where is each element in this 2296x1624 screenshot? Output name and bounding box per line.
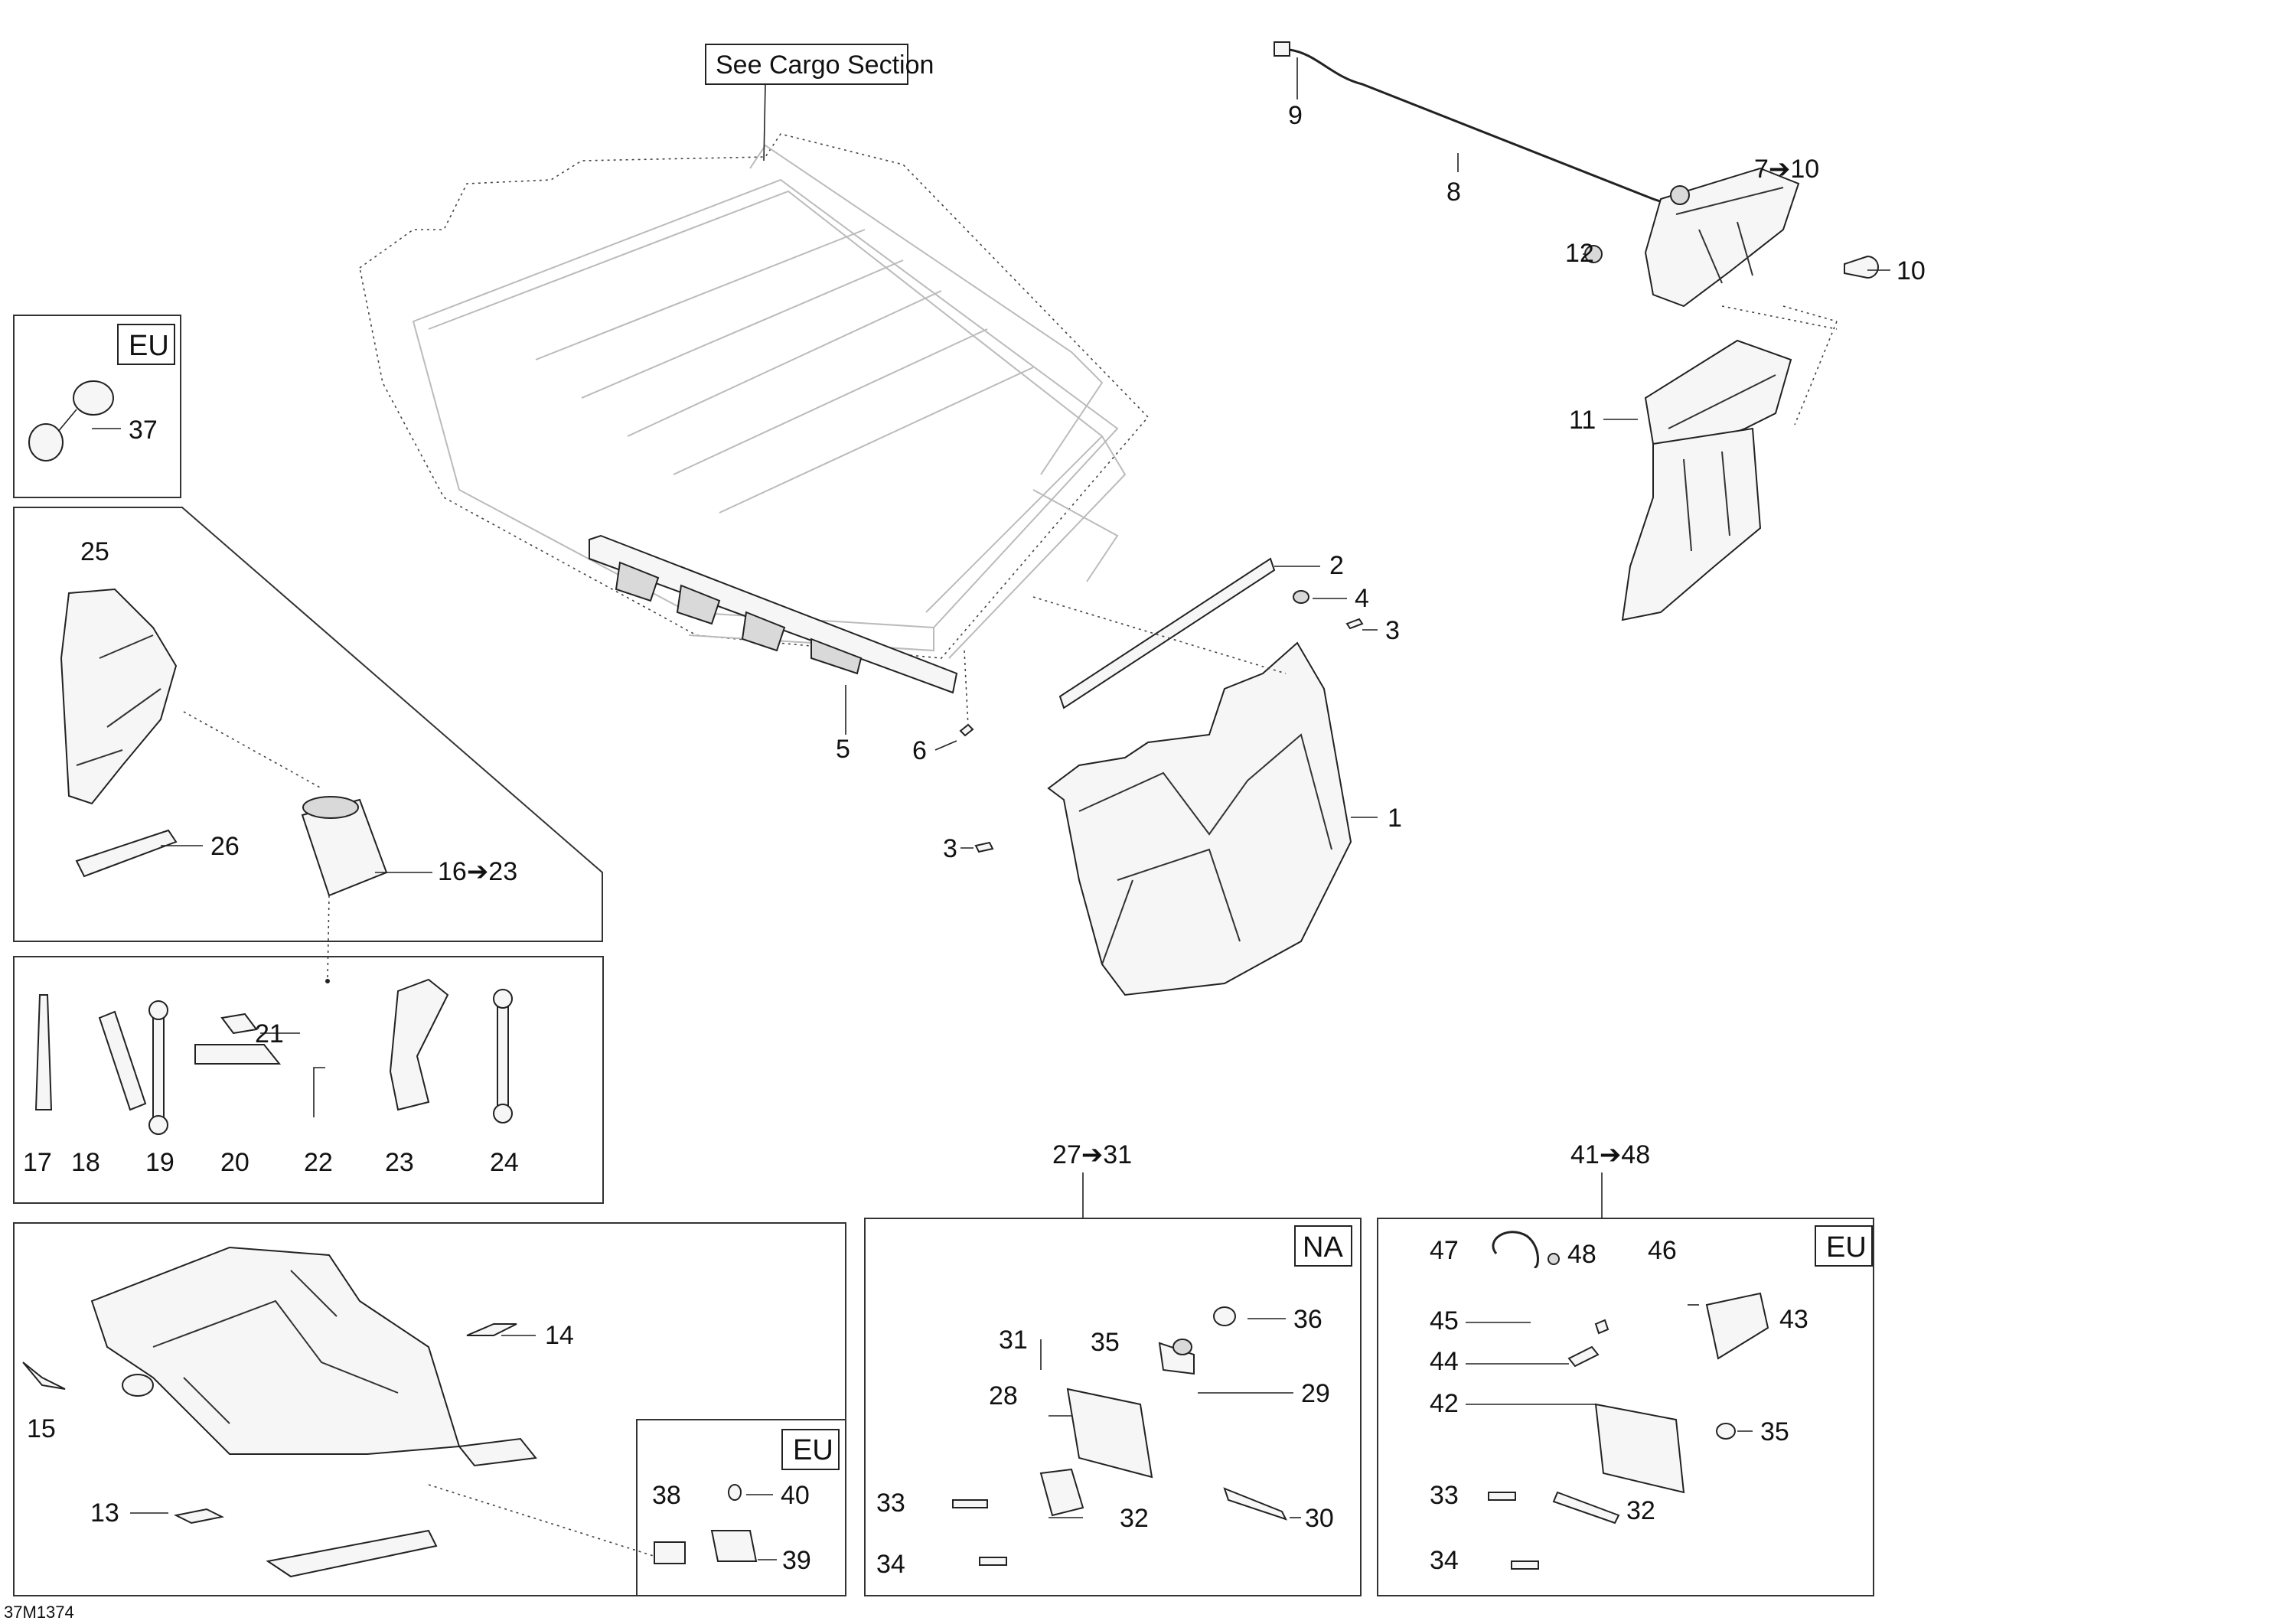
callout-3-lower: 3 <box>943 834 957 863</box>
callout-11: 11 <box>1569 406 1596 435</box>
callout-13: 13 <box>90 1498 119 1528</box>
group-header-eu: 41➔48 <box>1570 1140 1650 1169</box>
callout-4: 4 <box>1355 584 1369 613</box>
callout-25: 25 <box>80 537 109 566</box>
callout-37: 37 <box>129 416 158 445</box>
na-callout-33: 33 <box>876 1489 905 1518</box>
eu-tag-decals: EU <box>793 1434 833 1466</box>
tools-box <box>13 956 604 1204</box>
eu-callout-34: 34 <box>1430 1546 1459 1575</box>
callout-20: 20 <box>220 1148 249 1177</box>
eu-callout-44: 44 <box>1430 1347 1459 1376</box>
group-header-na: 27➔31 <box>1052 1140 1132 1169</box>
eu-callout-42: 42 <box>1430 1389 1459 1418</box>
callout-6: 6 <box>912 736 927 765</box>
callout-1: 1 <box>1388 804 1402 833</box>
na-callout-35: 35 <box>1091 1328 1120 1357</box>
eu-callout-32: 32 <box>1626 1496 1655 1525</box>
callout-16-to-23: 16➔23 <box>438 857 517 886</box>
callout-40: 40 <box>781 1481 810 1510</box>
callout-2: 2 <box>1329 551 1344 580</box>
na-callout-29: 29 <box>1301 1379 1330 1408</box>
eu-callout-48: 48 <box>1567 1240 1596 1269</box>
eu-plate-kit-box: EU <box>1377 1218 1874 1596</box>
na-tag: NA <box>1303 1231 1343 1264</box>
na-callout-32: 32 <box>1120 1504 1149 1533</box>
see-cargo-section-note: See Cargo Section <box>705 44 934 161</box>
cargo-rack-ghost <box>359 133 1150 659</box>
callout-38: 38 <box>652 1481 681 1510</box>
callout-24: 24 <box>490 1148 519 1177</box>
callout-15: 15 <box>27 1414 56 1443</box>
decals-box: EU <box>13 1222 846 1596</box>
na-plate-kit-box: NA <box>864 1218 1362 1596</box>
callout-5: 5 <box>836 735 850 764</box>
callout-17: 17 <box>23 1148 52 1177</box>
callout-23: 23 <box>385 1148 414 1177</box>
snow-flap-part <box>974 557 1364 996</box>
na-callout-31: 31 <box>999 1326 1028 1355</box>
drawing-number: 37M1374 <box>4 1603 74 1622</box>
side-rail-part <box>589 534 974 737</box>
callout-22: 22 <box>304 1148 333 1177</box>
eu-callout-45: 45 <box>1430 1306 1459 1335</box>
see-cargo-section-text: See Cargo Section <box>716 51 934 80</box>
tail-light-assembly <box>1274 41 1879 621</box>
leader-lines <box>934 57 1890 849</box>
callout-labels: 1 2 3 3 4 5 6 7➔10 8 9 10 11 12 13 14 15… <box>4 101 1926 1622</box>
callout-3-upper: 3 <box>1385 616 1400 645</box>
callout-12: 12 <box>1565 239 1594 268</box>
eu-callout-33: 33 <box>1430 1481 1459 1510</box>
callout-18: 18 <box>71 1148 100 1177</box>
eu-tag-plate: EU <box>1826 1231 1867 1264</box>
callout-10: 10 <box>1896 256 1926 285</box>
callout-26: 26 <box>210 832 240 861</box>
callout-39: 39 <box>782 1546 811 1575</box>
toolkit-storage-box <box>13 507 603 983</box>
eu-callout-35: 35 <box>1760 1417 1789 1446</box>
callout-14: 14 <box>545 1321 574 1350</box>
callout-19: 19 <box>145 1148 174 1177</box>
eu-callout-47: 47 <box>1430 1236 1459 1265</box>
na-callout-34: 34 <box>876 1550 905 1579</box>
callout-8: 8 <box>1446 178 1461 207</box>
na-callout-28: 28 <box>989 1381 1018 1410</box>
na-callout-30: 30 <box>1305 1504 1334 1533</box>
na-callout-36: 36 <box>1293 1305 1322 1334</box>
eu-callout-46: 46 <box>1648 1236 1677 1265</box>
eu-tag-mirror: EU <box>129 330 169 362</box>
eu-callout-43: 43 <box>1779 1305 1808 1334</box>
eu-mirror-box: EU <box>13 315 181 498</box>
callout-9: 9 <box>1288 101 1303 130</box>
callout-21: 21 <box>255 1019 284 1048</box>
callout-7-to-10: 7➔10 <box>1754 155 1819 184</box>
